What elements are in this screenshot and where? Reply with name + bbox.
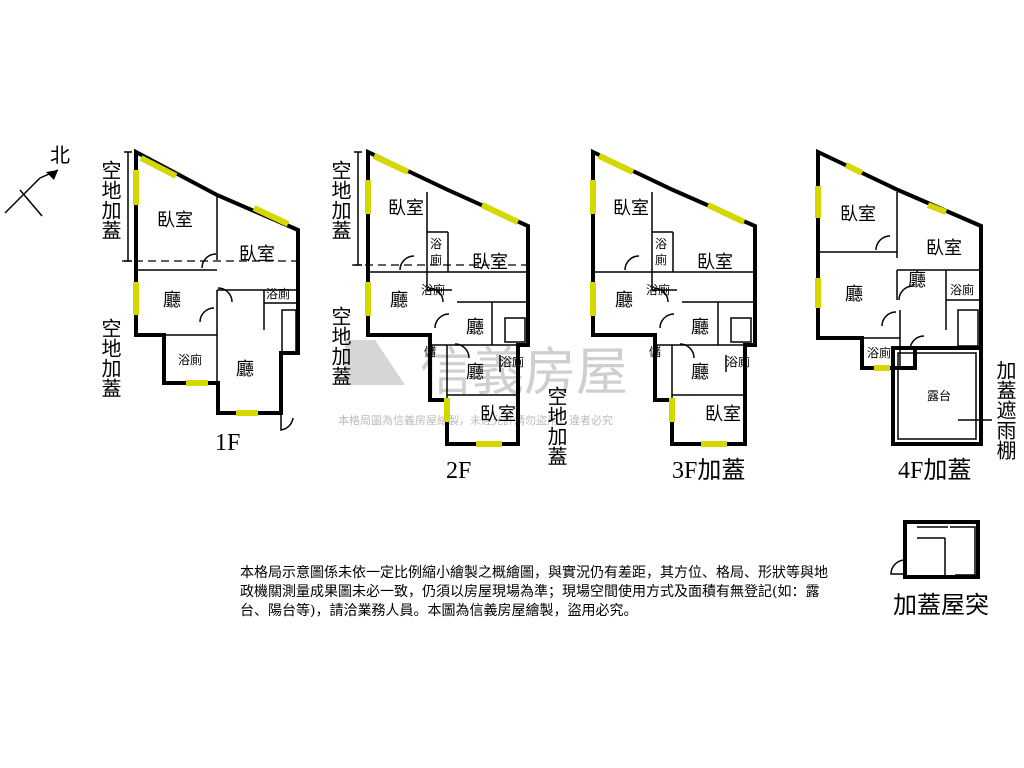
room-label: 浴 (430, 237, 442, 251)
room-label: 廳 (691, 317, 709, 338)
floor-roof-protrusion: 加蓋屋突 (890, 520, 989, 619)
room-label: 浴 (655, 237, 667, 251)
room-label: 臥室 (705, 404, 741, 425)
room-label: 浴廁 (950, 282, 974, 297)
room-label: 臥室 (472, 252, 508, 273)
room-label: 臥室 (840, 204, 876, 225)
floor-label-1f: 1F (215, 430, 240, 456)
room-label: 臥室 (157, 210, 193, 231)
room-label: 臥室 (239, 244, 275, 265)
room-label: 浴廁 (178, 352, 202, 367)
floor-label-2f: 2F (446, 458, 471, 484)
room-label: 臥室 (697, 252, 733, 273)
room-label: 儲 (424, 345, 436, 359)
watermark-notice: 本格局圖為信義房屋繪製，未經允許請勿盜用，違者必究 (338, 413, 613, 427)
room-label: 臥室 (388, 198, 424, 219)
side-label: 空地加蓋 (328, 160, 352, 240)
floor-label-3f: 3F加蓋 (672, 457, 745, 484)
room-label: 儲 (649, 345, 661, 359)
room-label: 浴廁 (421, 282, 445, 297)
watermark-brand: 信義房屋 (420, 343, 628, 403)
side-label: 空地加蓋 (98, 160, 122, 240)
room-label: 浴廁 (500, 354, 524, 369)
side-label: 加蓋遮雨棚 (993, 360, 1017, 460)
room-label: 浴廁 (867, 345, 891, 360)
room-label: 廁 (430, 252, 442, 267)
room-label: 廳 (236, 359, 254, 380)
room-label: 廳 (466, 317, 484, 338)
side-label: 空地加蓋 (328, 306, 352, 386)
room-label: 臥室 (926, 238, 962, 259)
room-label: 廳 (845, 284, 863, 305)
room-label: 廳 (390, 290, 408, 311)
room-label: 浴廁 (646, 282, 670, 297)
floor-1f: 臥室 臥室 廳 浴廁 浴廁 廳 1F 空地加蓋 空地加蓋 (98, 148, 300, 456)
floor-3f: 臥室 浴 廁 臥室 廳 浴廁 廳 儲 廳 浴廁 臥室 3F加蓋 (590, 148, 757, 484)
room-label: 浴廁 (266, 286, 290, 301)
room-label: 露台 (927, 388, 951, 403)
floor-label-4f: 4F加蓋 (898, 457, 971, 484)
room-label: 浴廁 (726, 354, 750, 369)
floor-label-roof: 加蓋屋突 (893, 592, 989, 619)
side-label: 空地加蓋 (98, 318, 122, 398)
room-label: 廳 (908, 270, 926, 291)
room-label: 廳 (691, 362, 709, 383)
side-label: 空地加蓋 (544, 386, 568, 466)
room-label: 廁 (655, 252, 667, 267)
north-label: 北 (50, 143, 70, 167)
room-label: 臥室 (613, 198, 649, 219)
watermark: 信義房屋 本格局圖為信義房屋繪製，未經允許請勿盜用，違者必究 (338, 340, 628, 427)
room-label: 廳 (615, 290, 633, 311)
north-arrow: 北 (4, 143, 70, 217)
floor-2f: 臥室 浴 廁 臥室 廳 浴廁 廳 儲 廳 浴廁 臥室 2F 空地加蓋 空地加蓋 … (328, 148, 568, 484)
floor-4f: 臥室 臥室 廳 廳 浴廁 浴廁 露台 4F加蓋 加蓋遮雨棚 (815, 148, 1017, 484)
room-label: 廳 (466, 362, 484, 383)
room-label: 廳 (163, 290, 181, 311)
room-label: 臥室 (480, 404, 516, 425)
disclaimer-text: 本格局示意圖係未依一定比例縮小繪製之概繪圖，與實況仍有差距，其方位、格局、形狀等… (240, 565, 828, 619)
